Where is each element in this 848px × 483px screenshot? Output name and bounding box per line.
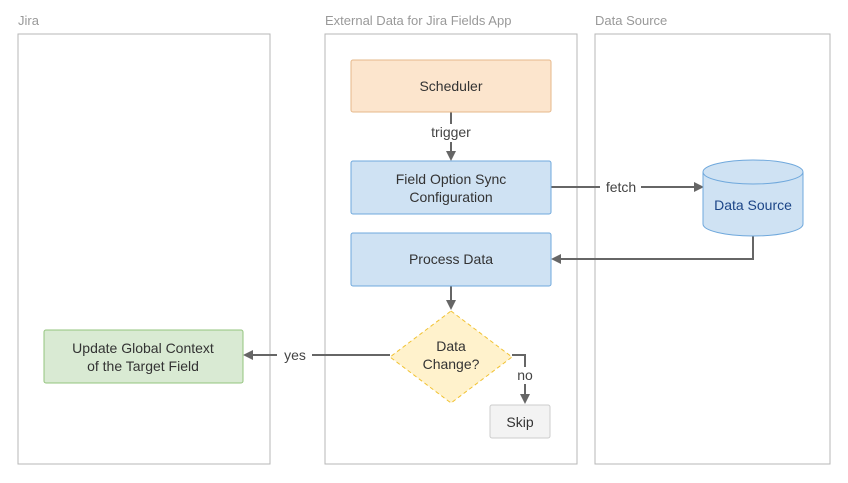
edge-label-fetch: fetch xyxy=(606,179,636,195)
edge-label-yes: yes xyxy=(284,347,306,363)
config-label-line1: Field Option Sync xyxy=(396,171,507,187)
datasource-cylinder xyxy=(702,159,804,237)
scheduler-node xyxy=(350,59,552,113)
datasource-label: Data Source xyxy=(714,197,792,213)
update-context-node xyxy=(43,329,244,384)
config-node xyxy=(350,160,552,215)
datasource-cylinder-body xyxy=(702,172,804,237)
process-data-node xyxy=(350,232,552,287)
lane-jira xyxy=(17,33,271,465)
skip-node xyxy=(489,404,551,439)
datasource-cylinder-top xyxy=(702,159,804,185)
edge-return-data xyxy=(551,236,754,264)
edge-no-upper xyxy=(512,354,526,367)
decision-node xyxy=(389,310,513,404)
process-data-label: Process Data xyxy=(409,251,493,267)
update-context-label-line2: of the Target Field xyxy=(87,358,199,374)
config-label-line2: Configuration xyxy=(409,189,492,205)
decision-label-line1: Data xyxy=(436,338,466,354)
lane-title-source: Data Source xyxy=(595,13,667,28)
edge-label-no: no xyxy=(517,367,533,383)
lane-source xyxy=(594,33,831,465)
lane-title-app: External Data for Jira Fields App xyxy=(325,13,511,28)
scheduler-label: Scheduler xyxy=(419,78,482,94)
lane-title-jira: Jira xyxy=(18,13,40,28)
edge-label-trigger: trigger xyxy=(431,124,471,140)
skip-label: Skip xyxy=(506,414,533,430)
decision-label-line2: Change? xyxy=(423,356,480,372)
update-context-label-line1: Update Global Context xyxy=(72,340,214,356)
